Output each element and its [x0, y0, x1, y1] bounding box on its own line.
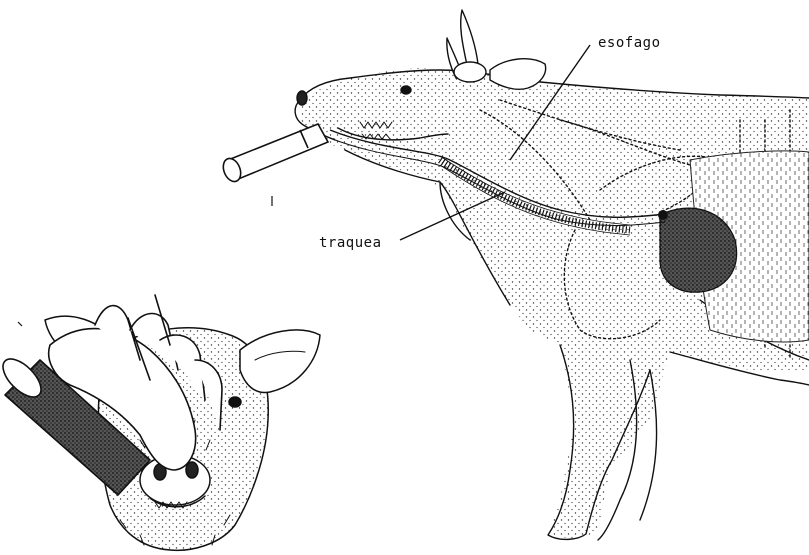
cow-horn-left	[461, 10, 478, 70]
feeding-bottle-top	[220, 124, 328, 184]
calf-eye-right	[229, 397, 241, 407]
cow-eye	[401, 86, 411, 94]
trachea-label: traquea	[319, 236, 382, 250]
esophagus-label: esofago	[598, 36, 661, 50]
calf-ear-right	[240, 330, 320, 393]
